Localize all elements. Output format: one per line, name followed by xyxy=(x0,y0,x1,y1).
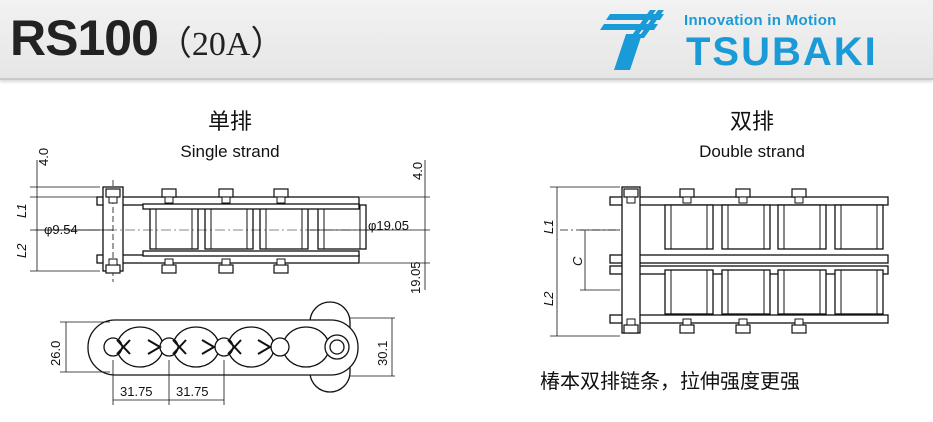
double-dim-c: C xyxy=(570,256,585,266)
dim-l2: L2 xyxy=(14,243,29,258)
tsubaki-logo: Innovation in Motion TSUBAKI xyxy=(590,8,880,74)
single-strand-plate-view xyxy=(87,301,359,393)
header-bar: RS100（20A） Innovation in Motion TSUBAKI xyxy=(0,0,933,80)
dim-width: 19.05 xyxy=(408,261,423,294)
dim-pitch-1: 31.75 xyxy=(120,384,153,399)
single-strand-dimensions xyxy=(30,160,430,290)
double-title-cn: 双排 xyxy=(729,110,774,135)
dim-plate-height: 26.0 xyxy=(48,340,63,366)
double-strand-side-view xyxy=(609,186,889,334)
dim-top-right: 4.0 xyxy=(410,161,425,180)
single-title-cn: 单排 xyxy=(207,110,252,135)
tagline: Innovation in Motion xyxy=(684,12,837,29)
model-title: RS100（20A） xyxy=(10,10,284,73)
single-title-en: Single strand xyxy=(180,142,280,161)
double-dim-l1: L1 xyxy=(541,219,556,234)
dim-pitch-2: 31.75 xyxy=(176,384,209,399)
dim-top-offset: 4.0 xyxy=(36,147,51,166)
single-strand-side-view xyxy=(35,180,380,282)
model-number: RS100 xyxy=(10,10,159,66)
double-strand-dimensions xyxy=(550,186,620,337)
dim-plate-height-2: 30.1 xyxy=(375,340,390,366)
dim-pin-diameter: φ9.54 xyxy=(44,222,78,237)
brand-name: TSUBAKI xyxy=(686,30,878,74)
caption: 椿本双排链条，拉伸强度更强 xyxy=(540,369,800,393)
model-size: （20A） xyxy=(157,26,285,63)
dim-l1: L1 xyxy=(14,203,29,218)
double-title-en: Double strand xyxy=(699,142,805,161)
plate-view-dimensions xyxy=(60,317,395,405)
double-dim-l2: L2 xyxy=(541,291,556,306)
tsubaki-logo-mark xyxy=(600,10,664,70)
dim-roller-diameter: φ19.05 xyxy=(368,218,409,233)
